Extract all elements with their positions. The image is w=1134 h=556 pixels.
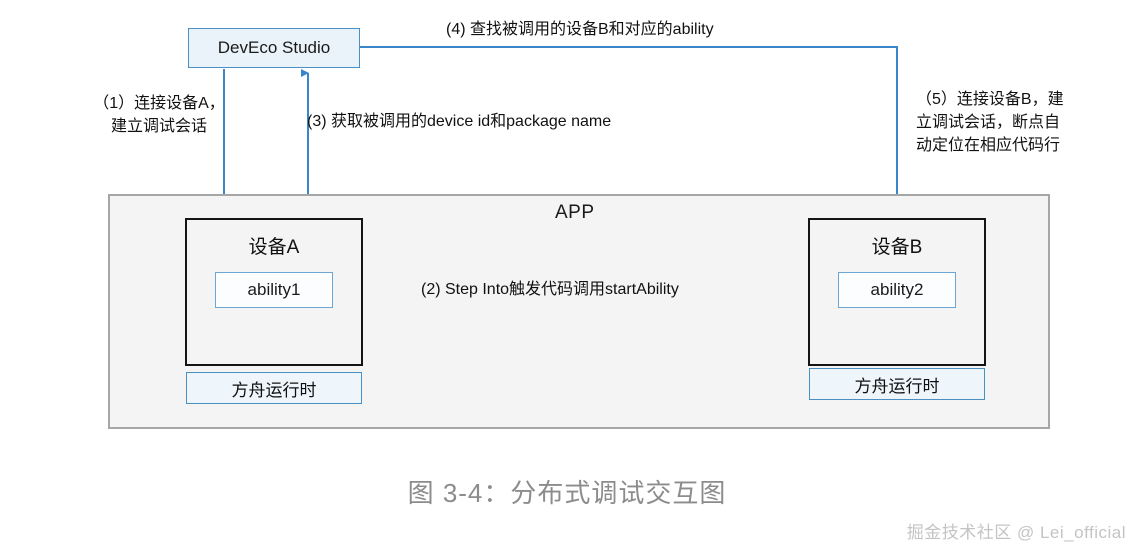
figure-caption: 图 3-4：分布式调试交互图 [407, 478, 727, 508]
device-a-runtime-box[interactable]: 方舟运行时 [186, 372, 362, 404]
ability1-box[interactable]: ability1 [215, 272, 333, 308]
device-b-title: 设备B [871, 237, 923, 258]
ability2-label: ability2 [870, 280, 924, 299]
step-2-label: (2) Step Into触发代码调用startAbility [421, 281, 679, 298]
device-a-title: 设备A [248, 237, 300, 258]
deveco-studio-label: DevEco Studio [217, 38, 331, 57]
device-a-box[interactable]: 设备A ability1 [185, 218, 363, 366]
watermark: 掘金技术社区 @ Lei_official [906, 523, 1126, 542]
ability2-box[interactable]: ability2 [838, 272, 956, 308]
step-1-label: （1）连接设备A， 建立调试会话 [93, 95, 225, 136]
step-3-label: (3) 获取被调用的device id和package name [307, 113, 612, 130]
device-b-runtime-label: 方舟运行时 [854, 376, 940, 396]
device-b-box[interactable]: 设备B ability2 [808, 218, 986, 366]
app-title: APP [555, 202, 595, 223]
ability1-label: ability1 [247, 280, 301, 299]
step-5-label: （5）连接设备B，建 立调试会话，断点自 动定位在相应代码行 [916, 91, 1064, 155]
device-a-runtime-label: 方舟运行时 [231, 380, 317, 400]
device-b-runtime-box[interactable]: 方舟运行时 [809, 368, 985, 400]
step-4-label: (4) 查找被调用的设备B和对应的ability [446, 21, 714, 38]
deveco-studio-box[interactable]: DevEco Studio [188, 28, 360, 68]
